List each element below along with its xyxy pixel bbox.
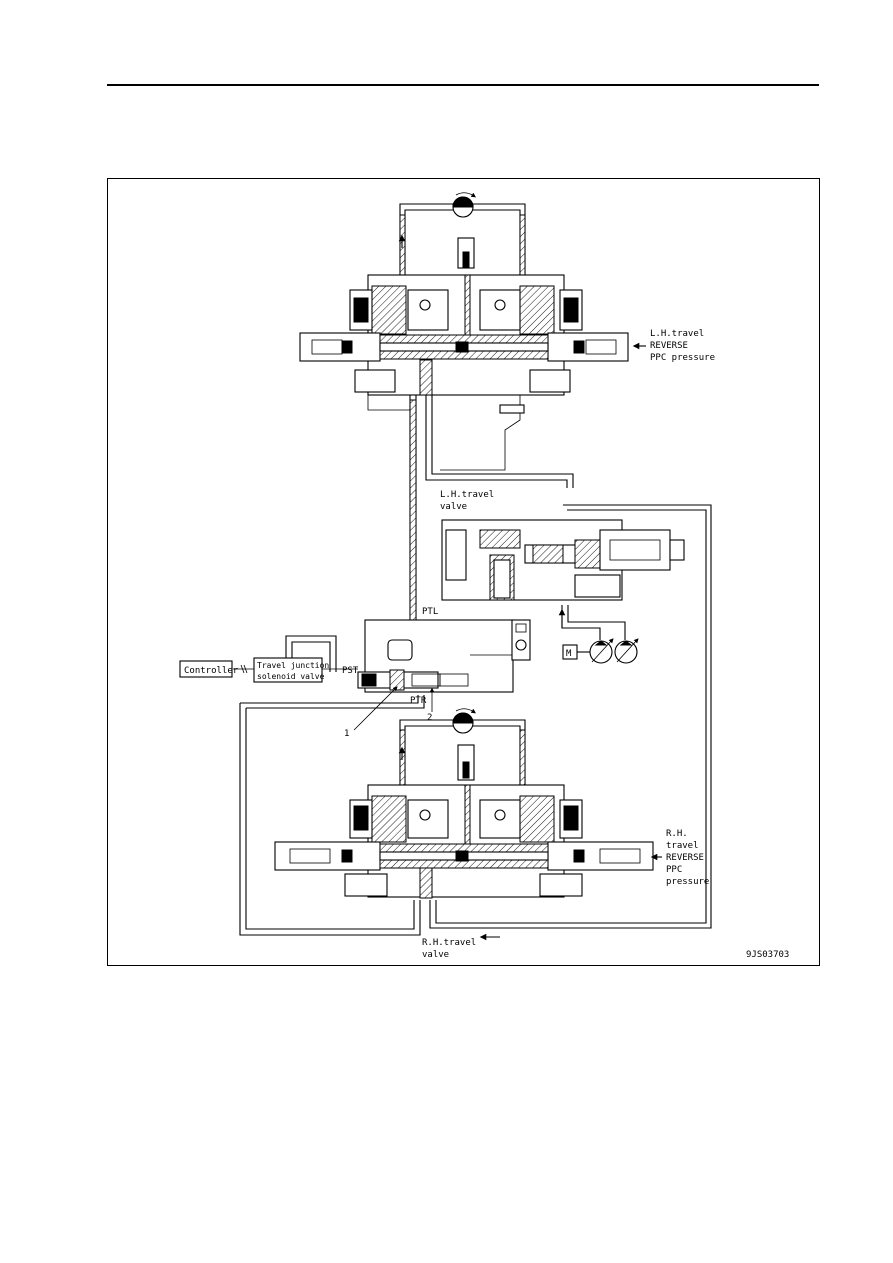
lh-valve-line-2: valve — [440, 502, 467, 512]
pump-group: M — [562, 638, 639, 664]
rh-valve-body — [274, 744, 654, 899]
rh-reverse-line-2: travel — [666, 841, 699, 851]
center-valve-block — [441, 519, 685, 640]
rh-travel-motor — [452, 708, 476, 734]
figure-frame — [107, 178, 820, 966]
controller-box: Controller — [179, 660, 239, 678]
rh-reverse-label: R.H. travel REVERSE PPC pressure — [650, 829, 709, 887]
solenoid-box: Travel junction solenoid valve — [253, 657, 329, 683]
lh-travel-motor — [452, 192, 476, 218]
rh-reverse-line-5: pressure — [666, 877, 709, 887]
lh-valve-body — [299, 237, 629, 471]
port-ptl: PTL — [422, 607, 438, 617]
callout-2: 2 — [427, 713, 432, 723]
callout-1: 1 — [344, 729, 349, 739]
lh-reverse-line-1: L.H.travel — [650, 329, 704, 339]
rh-valve-line-2: valve — [422, 950, 449, 960]
figure-code: 9JS03703 — [746, 950, 789, 960]
lh-reverse-line-3: PPC pressure — [650, 353, 715, 363]
lh-valve-line-1: L.H.travel — [440, 490, 494, 500]
solenoid-wiring — [233, 635, 358, 674]
lh-valve-label: L.H.travel valve — [440, 490, 494, 512]
rh-valve-line-1: R.H.travel — [422, 938, 476, 948]
rh-reverse-line-1: R.H. — [666, 829, 688, 839]
main-pipes — [239, 395, 712, 941]
port-ptr: PTR — [410, 696, 427, 706]
header-rule — [107, 84, 819, 86]
port-pst: PST — [342, 666, 359, 676]
rh-reverse-line-3: REVERSE — [666, 853, 704, 863]
rh-valve-label: R.H.travel valve — [422, 938, 476, 960]
rh-reverse-line-4: PPC — [666, 865, 682, 875]
junction-valve: PTL PST PTR — [342, 607, 531, 706]
lh-reverse-line-2: REVERSE — [650, 341, 688, 351]
motor-label: M — [566, 649, 572, 659]
controller-label: Controller — [184, 666, 239, 676]
solenoid-line-1: Travel junction — [257, 661, 329, 670]
solenoid-line-2: solenoid valve — [257, 672, 325, 681]
lh-reverse-label: L.H.travel REVERSE PPC pressure — [632, 329, 715, 363]
callouts: 1 2 — [344, 686, 435, 739]
